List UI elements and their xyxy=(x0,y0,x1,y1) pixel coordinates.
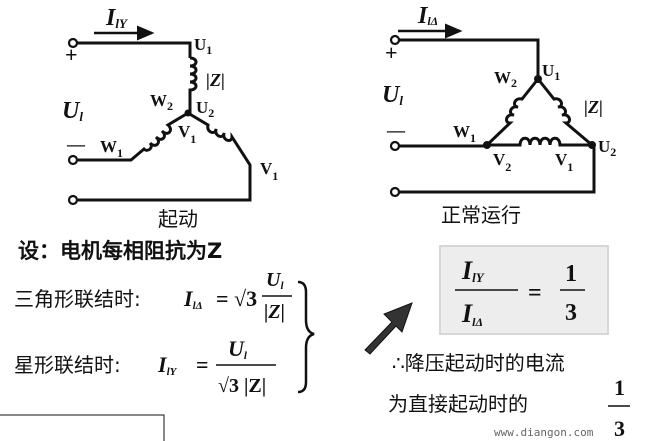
node xyxy=(588,141,596,149)
equals-sign: = xyxy=(528,280,542,306)
derivation: 设：电机每相阻抗为Z 三角形联结时: IlΔ = √3 Ul |Z| 星形联结时… xyxy=(14,239,315,397)
label-w2: W2 xyxy=(150,91,173,113)
conclusion-line1: ∴降压起动时的电流 xyxy=(392,351,565,375)
star-formula-lhs: IlY xyxy=(157,352,178,378)
star-caption: 起动 xyxy=(158,207,198,231)
delta-wires xyxy=(398,144,596,194)
label-u2: U2 xyxy=(196,98,214,120)
label-w1: W1 xyxy=(100,137,123,160)
terminal xyxy=(389,186,401,198)
minus-sign: — xyxy=(386,120,406,140)
conclusion-three: 3 xyxy=(614,416,625,441)
node xyxy=(534,75,542,83)
impedance-label: |Z| xyxy=(584,97,603,117)
delta-formula-lhs: IlΔ xyxy=(183,286,203,312)
result-three: 3 xyxy=(565,300,577,326)
result-box: IlY IlΔ = 1 3 xyxy=(439,245,609,335)
conclusion-one: 1 xyxy=(614,375,625,400)
terminal xyxy=(67,154,79,166)
label-u1: U1 xyxy=(542,61,560,83)
label-u2: U2 xyxy=(598,137,616,159)
delta-formula-num: Ul xyxy=(266,269,284,292)
star-current-label: IlY xyxy=(105,5,128,31)
star-circuit: IlY + — Ul U1 |Z| W2 U2 V1 W1 V1 起动 xyxy=(62,5,278,231)
watermark: www.diangon.com xyxy=(494,426,594,439)
star-wire-top xyxy=(76,41,192,58)
plus-sign: + xyxy=(65,42,78,67)
label-v1-inner: V1 xyxy=(178,122,196,146)
star-formula-den: √3 |Z| xyxy=(218,375,266,397)
label-u1: U1 xyxy=(194,35,212,57)
label-w2: W2 xyxy=(494,68,517,90)
assumption-text: 设：电机每相阻抗为Z xyxy=(18,239,222,263)
star-coil-w xyxy=(78,111,189,162)
label-w1: W1 xyxy=(453,122,476,145)
label-v1-outer: V1 xyxy=(260,159,278,183)
minus-sign: — xyxy=(66,134,86,154)
delta-coil-w xyxy=(485,78,540,147)
node xyxy=(483,141,491,149)
delta-coil-u xyxy=(536,78,593,147)
star-voltage-label: Ul xyxy=(62,98,83,124)
delta-caption: 正常运行 xyxy=(441,203,521,227)
delta-current-label: IlΔ xyxy=(417,3,438,29)
equals-sign: = xyxy=(196,352,209,377)
plus-sign: + xyxy=(385,40,398,65)
delta-formula-coef: = √3 xyxy=(216,286,257,311)
star-coil-u xyxy=(188,56,198,113)
arrow-icon xyxy=(364,302,413,355)
terminal xyxy=(389,140,401,152)
terminal xyxy=(389,34,401,46)
delta-circuit: IlΔ + — Ul U1 W2 |Z| W1 U2 V2 V1 正常运行 xyxy=(382,3,616,227)
star-coil-v xyxy=(78,111,252,202)
terminal xyxy=(67,194,79,206)
delta-formula-den: |Z| xyxy=(264,301,285,323)
partial-box xyxy=(0,414,165,441)
result-num: IlY xyxy=(461,256,485,285)
right-brace xyxy=(297,280,315,394)
result-one: 1 xyxy=(565,261,577,287)
delta-wire-top xyxy=(398,38,540,79)
result-den: IlΔ xyxy=(461,299,483,329)
impedance-label: |Z| xyxy=(206,70,225,90)
star-formula-prefix: 星形联结时: xyxy=(14,353,121,377)
label-v1: V1 xyxy=(555,150,573,174)
star-formula-num: Ul xyxy=(228,336,248,362)
terminal xyxy=(67,37,79,49)
delta-formula-prefix: 三角形联结时: xyxy=(14,287,141,311)
conclusion-line2: 为直接起动时的 xyxy=(388,392,528,416)
star-node xyxy=(184,109,192,117)
delta-coil-v xyxy=(487,136,592,147)
label-v2: V2 xyxy=(493,150,511,174)
delta-voltage-label: Ul xyxy=(382,82,403,108)
